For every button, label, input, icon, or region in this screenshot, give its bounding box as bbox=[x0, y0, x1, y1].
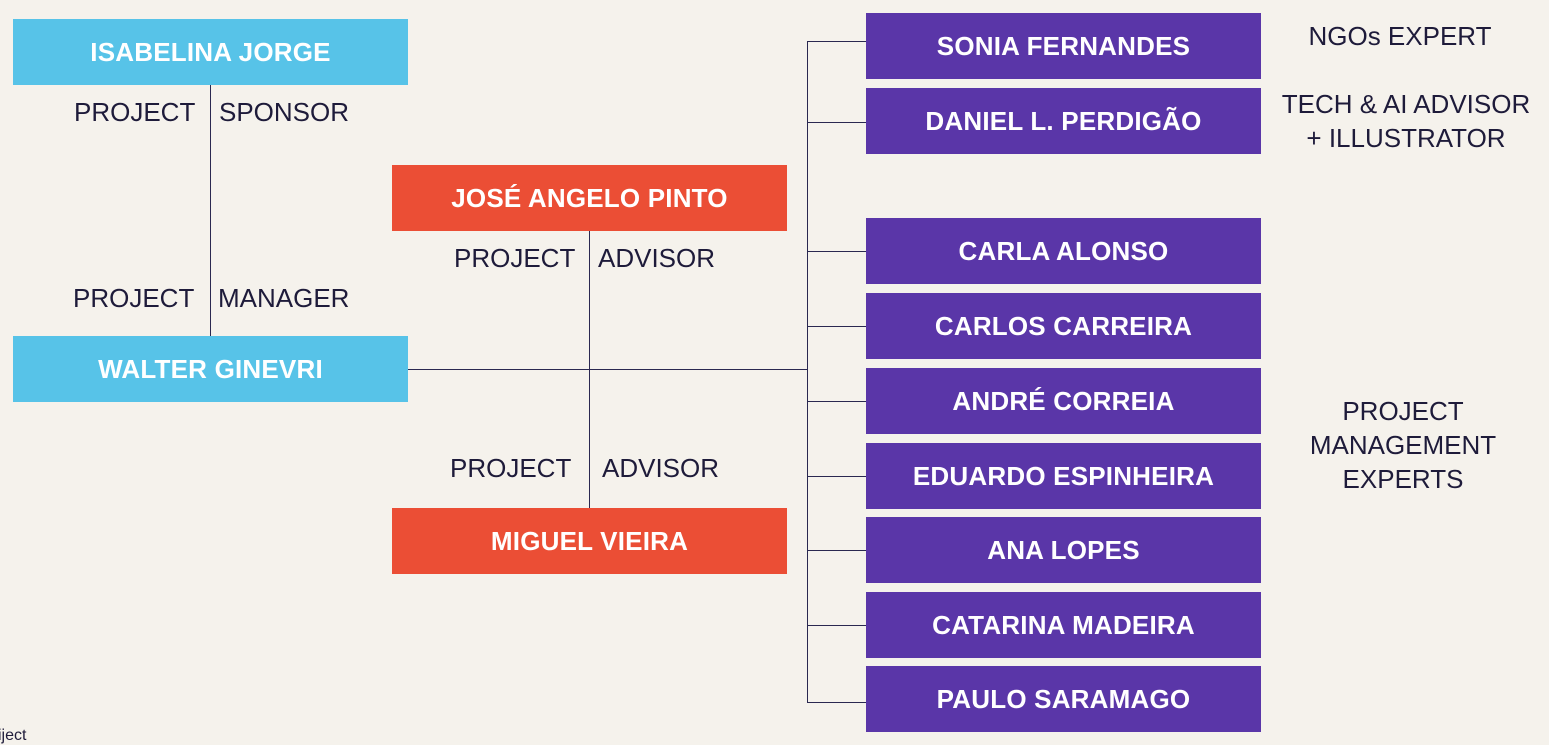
team-member-name: CARLA ALONSO bbox=[958, 235, 1169, 266]
sponsor-box: ISABELINA JORGE bbox=[13, 19, 408, 85]
sponsor-name: ISABELINA JORGE bbox=[90, 36, 331, 67]
advisor-name-2: MIGUEL VIEIRA bbox=[490, 525, 689, 556]
team-branch-connector bbox=[807, 401, 866, 402]
pm-experts-line-2: MANAGEMENT bbox=[1309, 430, 1497, 460]
team-member-box: ANDRÉ CORREIA bbox=[866, 368, 1261, 434]
advisor-vertical-connector bbox=[589, 231, 590, 508]
tech-advisor-line-2: + ILLUSTRATOR bbox=[1306, 123, 1506, 153]
team-member-name: DANIEL L. PERDIGÃO bbox=[925, 105, 1202, 136]
tech-advisor-line-1: TECH & AI ADVISOR bbox=[1281, 89, 1531, 119]
pm-experts-line-3: EXPERTS bbox=[1342, 464, 1464, 494]
team-branch-connector bbox=[807, 550, 866, 551]
advisor-2-role-right: ADVISOR bbox=[602, 453, 720, 483]
team-member-box: CARLOS CARREIRA bbox=[866, 293, 1261, 359]
team-member-name: PAULO SARAMAGO bbox=[936, 683, 1191, 714]
manager-box: WALTER GINEVRI bbox=[13, 336, 408, 402]
ngos-expert-label: NGOs EXPERT bbox=[1300, 19, 1500, 53]
tech-advisor-label: TECH & AI ADVISOR + ILLUSTRATOR bbox=[1265, 87, 1547, 155]
team-member-box: CARLA ALONSO bbox=[866, 218, 1261, 284]
advisor-box-1: JOSÉ ANGELO PINTO bbox=[392, 165, 787, 231]
advisor-box-2: MIGUEL VIEIRA bbox=[392, 508, 787, 574]
team-member-name: CATARINA MADEIRA bbox=[932, 609, 1195, 640]
sponsor-role-left: PROJECT bbox=[74, 97, 196, 127]
team-member-box: CATARINA MADEIRA bbox=[866, 592, 1261, 658]
advisor-2-role-left: PROJECT bbox=[450, 453, 572, 483]
sponsor-manager-connector bbox=[210, 85, 211, 337]
team-member-name: ANA LOPES bbox=[987, 534, 1140, 565]
team-member-name: ANDRÉ CORREIA bbox=[952, 385, 1175, 416]
team-branch-connector bbox=[807, 41, 866, 42]
sponsor-role-right: SPONSOR bbox=[219, 97, 350, 127]
manager-name: WALTER GINEVRI bbox=[98, 353, 323, 384]
advisor-name-1: JOSÉ ANGELO PINTO bbox=[451, 182, 728, 213]
team-member-box: SONIA FERNANDES bbox=[866, 13, 1261, 79]
manager-role-right: MANAGER bbox=[218, 283, 350, 313]
team-member-name: EDUARDO ESPINHEIRA bbox=[912, 460, 1215, 491]
team-member-box: EDUARDO ESPINHEIRA bbox=[866, 443, 1261, 509]
manager-horizontal-connector bbox=[408, 369, 808, 370]
team-branch-connector bbox=[807, 122, 866, 123]
team-member-name: SONIA FERNANDES bbox=[936, 30, 1191, 61]
team-branch-connector bbox=[807, 476, 866, 477]
team-member-name: CARLOS CARREIRA bbox=[934, 310, 1193, 341]
team-member-box: PAULO SARAMAGO bbox=[866, 666, 1261, 732]
team-branch-connector bbox=[807, 251, 866, 252]
advisor-1-role-right: ADVISOR bbox=[598, 243, 716, 273]
team-member-box: ANA LOPES bbox=[866, 517, 1261, 583]
team-member-box: DANIEL L. PERDIGÃO bbox=[866, 88, 1261, 154]
ngos-expert-text: NGOs EXPERT bbox=[1308, 21, 1492, 51]
pm-experts-line-1: PROJECT bbox=[1342, 396, 1464, 426]
pm-experts-label: PROJECT MANAGEMENT EXPERTS bbox=[1292, 394, 1514, 496]
team-branch-connector bbox=[807, 625, 866, 626]
team-spine-connector bbox=[807, 41, 808, 703]
team-branch-connector bbox=[807, 702, 866, 703]
footer-fragment: iject bbox=[0, 727, 27, 744]
team-branch-connector bbox=[807, 326, 866, 327]
advisor-1-role-left: PROJECT bbox=[454, 243, 576, 273]
manager-role-left: PROJECT bbox=[73, 283, 195, 313]
